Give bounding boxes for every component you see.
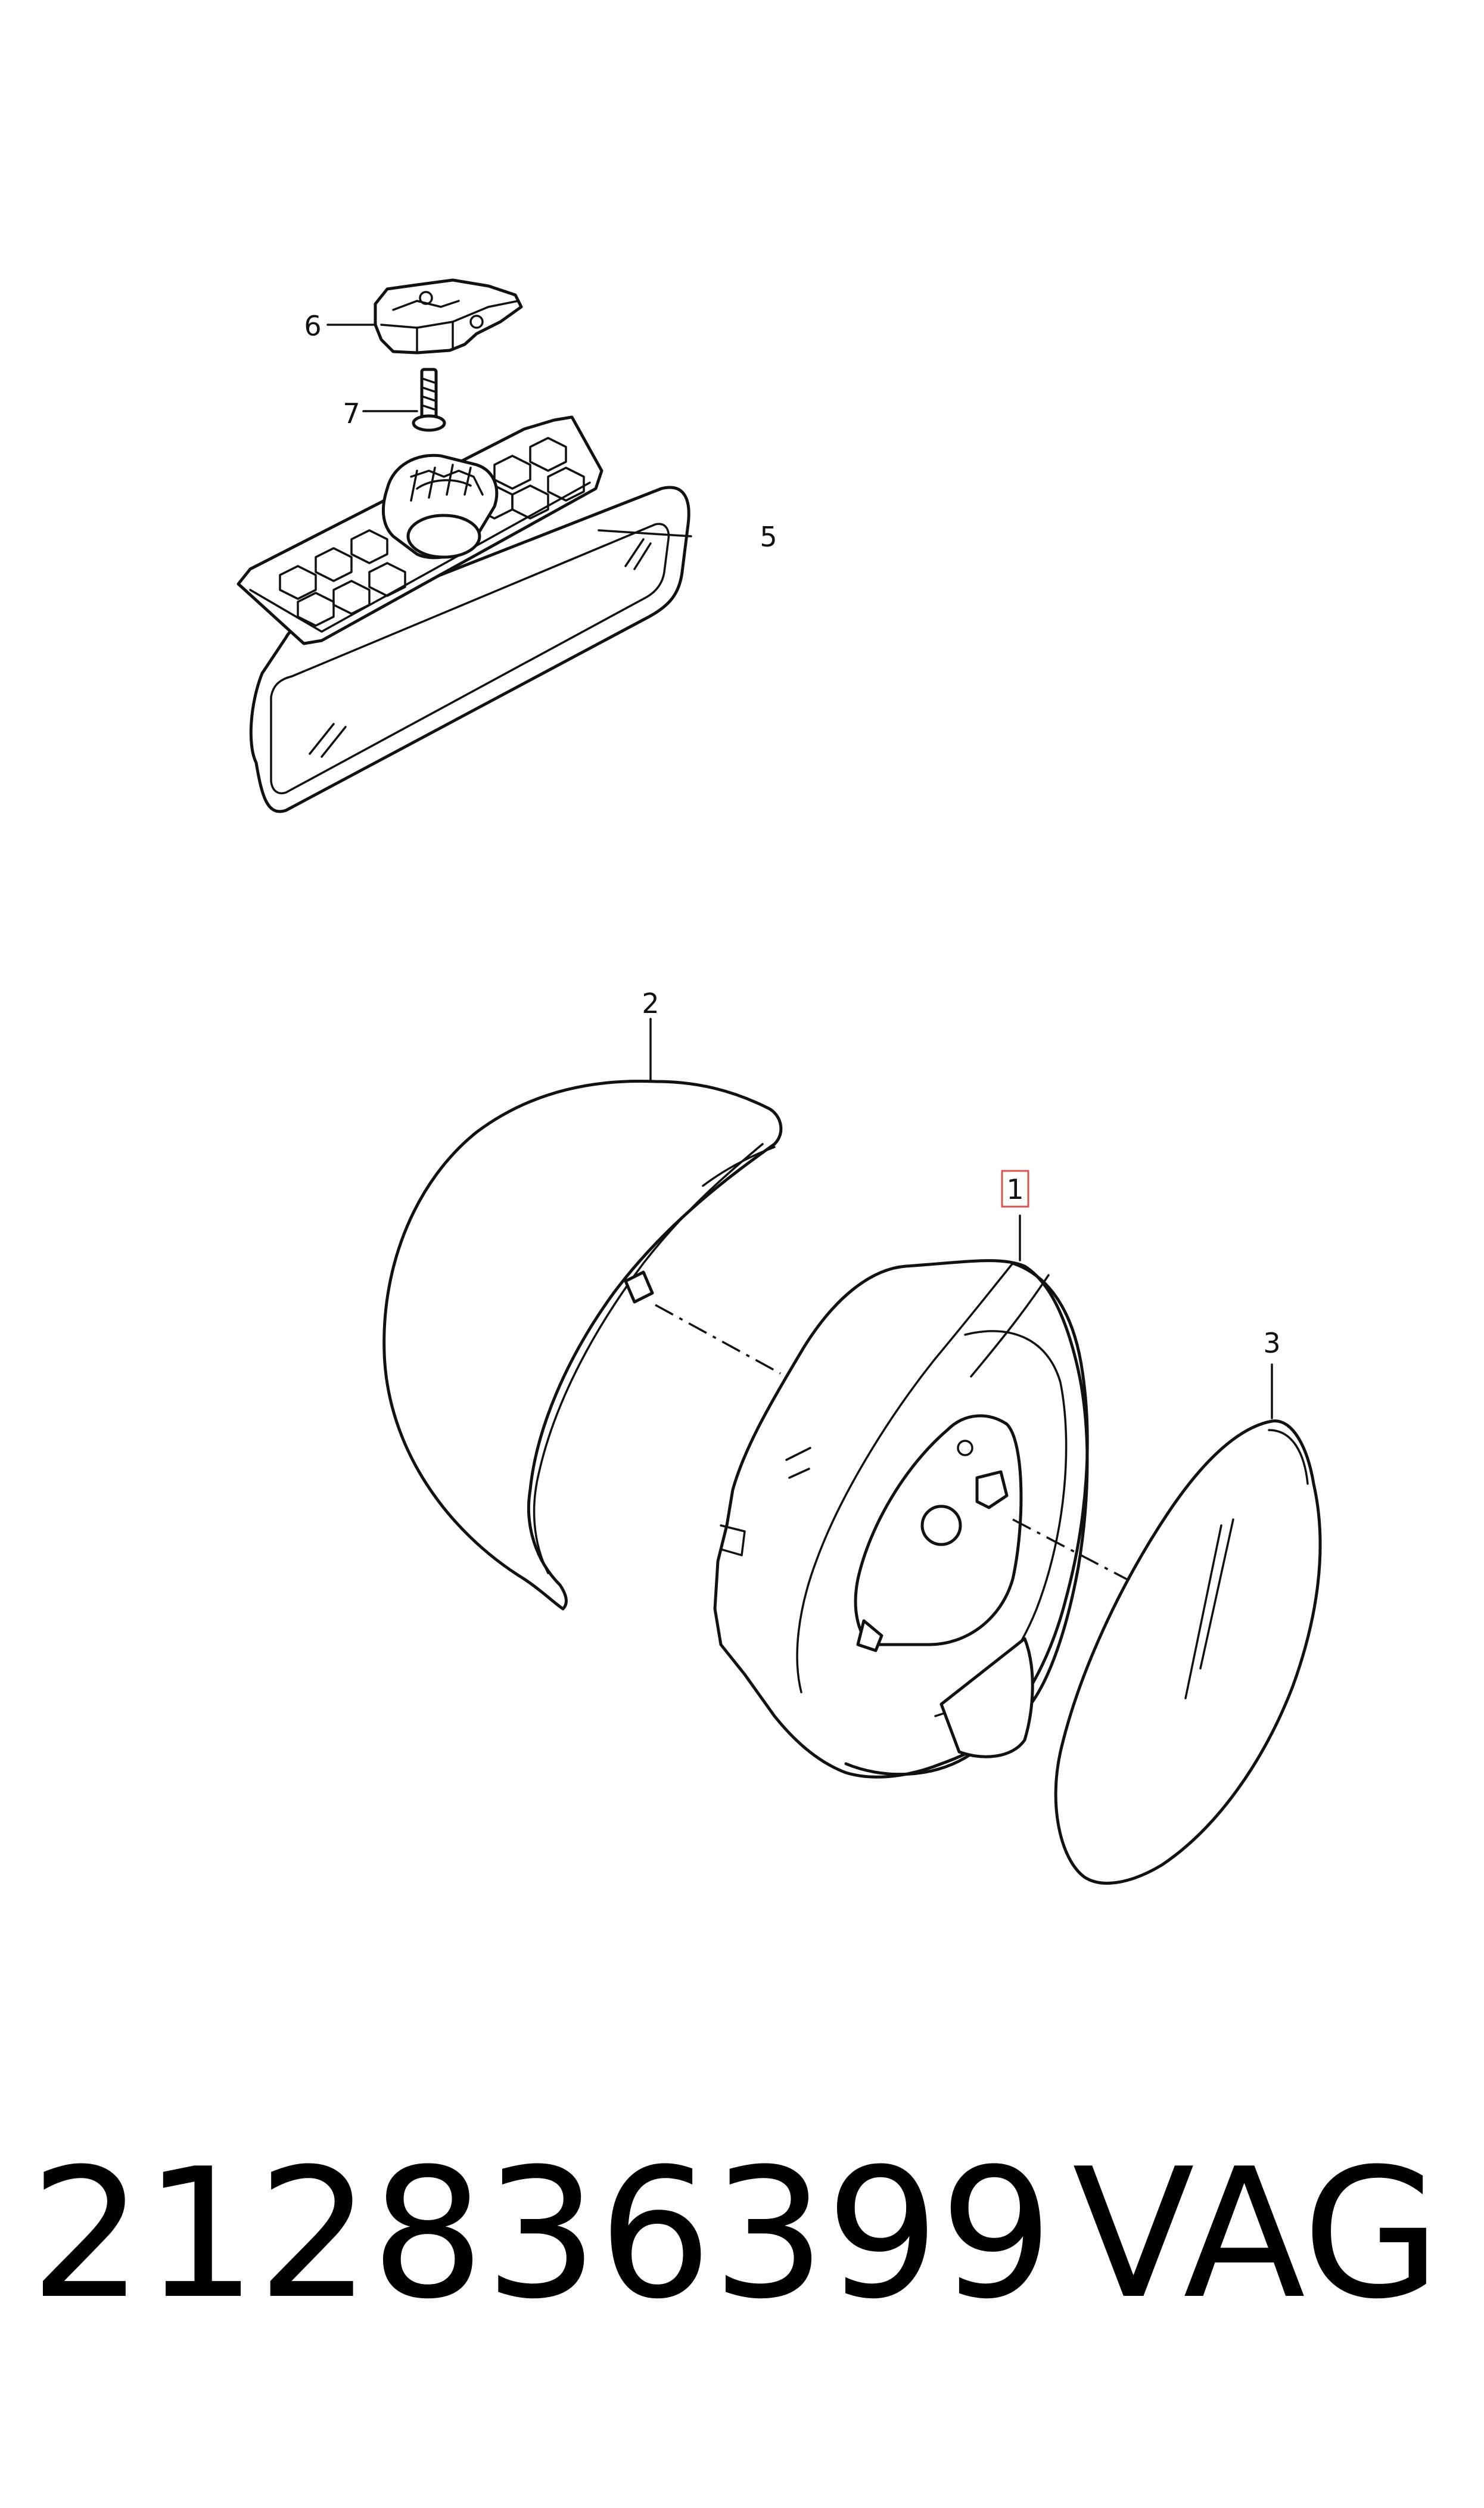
honeycomb-pattern xyxy=(279,437,585,627)
mirror-glass-part-3 xyxy=(1054,1363,1322,1885)
mirror-body-part-1 xyxy=(713,1214,1089,1779)
callout-2-label[interactable]: 2 xyxy=(642,987,659,1020)
callout-6-label[interactable]: 6 xyxy=(304,310,321,342)
exterior-mirror-assembly xyxy=(382,1018,1322,1885)
part-number-text: 212836399 xyxy=(30,2130,1053,2338)
mount-cover-part-6 xyxy=(326,278,523,355)
mirror-cap-part-2 xyxy=(382,1018,783,1611)
callout-1[interactable]: 1 xyxy=(1001,1170,1029,1208)
interior-mirror-assembly xyxy=(237,278,692,813)
screw-part-7 xyxy=(362,368,446,432)
callout-labels: 1 2 3 5 6 7 xyxy=(304,310,1280,1359)
callout-3-label[interactable]: 3 xyxy=(1263,1327,1280,1359)
callout-1-label: 1 xyxy=(1006,1173,1023,1205)
brand-text: VAG xyxy=(1072,2130,1441,2338)
interior-mirror-part-5 xyxy=(237,415,692,813)
callout-5-label[interactable]: 5 xyxy=(760,521,777,553)
callout-1-highlight-box xyxy=(1001,1170,1029,1208)
callout-7-label[interactable]: 7 xyxy=(343,397,360,430)
